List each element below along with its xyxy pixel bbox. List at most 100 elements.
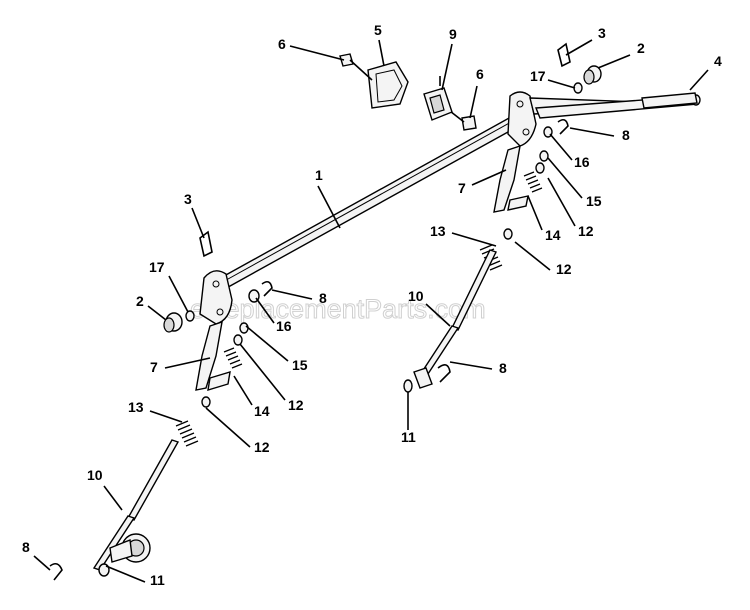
callout-label-c27: 7 — [150, 359, 158, 375]
bushing-left — [163, 312, 183, 333]
callout-leader-c10 — [569, 127, 615, 137]
clip-left — [261, 280, 273, 297]
callout-label-c15: 7 — [458, 180, 466, 196]
callout-leader-c29 — [233, 375, 253, 406]
callout-leader-c1 — [317, 185, 341, 229]
callout-label-c32: 10 — [87, 467, 103, 483]
callout-label-c30: 13 — [128, 399, 144, 415]
callout-leader-c24 — [147, 305, 167, 321]
washer-12-left-a — [233, 334, 243, 346]
callout-leader-c21 — [191, 207, 205, 239]
callout-leader-c26 — [245, 325, 289, 362]
callout-leader-c18 — [425, 303, 451, 327]
callout-label-c6: 6 — [278, 36, 286, 52]
hairpin-left — [199, 230, 213, 258]
callout-label-c31: 12 — [254, 439, 270, 455]
callout-leader-c27 — [164, 357, 211, 369]
washer-15-right — [539, 150, 549, 162]
callout-label-c25: 16 — [276, 318, 292, 334]
callout-label-c33: 8 — [22, 539, 30, 555]
callout-leader-c14 — [527, 195, 543, 231]
callout-label-c14: 14 — [545, 227, 561, 243]
left-shaft-bracket — [199, 270, 233, 325]
callout-label-c12: 15 — [586, 193, 602, 209]
callout-label-c5: 5 — [374, 22, 382, 38]
callout-leader-c31 — [205, 407, 251, 448]
callout-leader-c7 — [469, 85, 478, 119]
clip-rod-left — [49, 562, 63, 581]
callout-leader-c4 — [689, 69, 709, 91]
callout-leader-c34 — [105, 565, 146, 583]
idler-pulley — [109, 533, 151, 563]
hairpin-right — [557, 42, 571, 68]
callout-label-c29: 14 — [254, 403, 270, 419]
callout-label-c34: 11 — [150, 572, 165, 588]
callout-label-c21: 3 — [184, 191, 192, 207]
callout-leader-c5 — [378, 39, 385, 67]
washer-right — [573, 82, 583, 94]
washer-12-right-a — [535, 162, 545, 174]
top-bracket — [367, 61, 409, 109]
callout-leader-c6 — [289, 45, 345, 61]
callout-leader-c19 — [449, 361, 493, 370]
callout-label-c17: 12 — [556, 261, 572, 277]
washer-12-left-b — [201, 396, 211, 408]
watermark: eReplacementParts.com — [190, 294, 486, 324]
washer-15-left — [239, 322, 249, 334]
callout-label-c3: 3 — [598, 25, 606, 41]
right-shaft-bracket — [507, 91, 537, 147]
callout-label-c10: 8 — [622, 127, 630, 143]
callout-leader-c33 — [33, 555, 51, 571]
bushing-right — [583, 65, 602, 85]
callout-leader-c30 — [149, 410, 183, 423]
washer-left — [185, 310, 195, 322]
rod-right — [413, 249, 497, 389]
link-arm-right — [493, 144, 529, 213]
washer-12-right-b — [503, 228, 513, 240]
callout-leader-c15 — [471, 169, 507, 186]
callout-group: 1234566917816151214713121081131782161571… — [22, 22, 722, 588]
callout-label-c20: 11 — [401, 429, 416, 445]
cross-shaft — [205, 111, 527, 297]
callout-leader-c8 — [441, 43, 453, 91]
clip-rod-right — [437, 364, 451, 383]
callout-label-c8: 9 — [449, 26, 457, 42]
callout-leader-c28 — [239, 343, 286, 401]
control-rod — [529, 92, 701, 119]
bolt-left — [339, 53, 373, 81]
spring-13-left — [175, 420, 199, 447]
callout-label-c16: 13 — [430, 223, 446, 239]
clamp-block — [423, 76, 453, 121]
callout-label-c18: 10 — [408, 288, 424, 304]
clip-right — [557, 118, 569, 135]
callout-label-c4: 4 — [714, 53, 722, 69]
callout-leader-c12 — [547, 157, 583, 199]
callout-leader-c25 — [255, 297, 275, 324]
callout-label-c23: 8 — [319, 290, 327, 306]
spring-14-left — [223, 347, 243, 369]
callout-label-c1: 1 — [315, 167, 323, 183]
callout-label-c22: 17 — [149, 259, 165, 275]
callout-label-c24: 2 — [136, 293, 144, 309]
callout-label-c9: 17 — [530, 68, 546, 84]
callout-label-c19: 8 — [499, 360, 507, 376]
callout-leader-c17 — [514, 241, 551, 271]
callout-label-c26: 15 — [292, 357, 308, 373]
callout-leader-c9 — [547, 79, 576, 89]
link-arm-left — [195, 320, 231, 391]
callout-leader-c23 — [271, 289, 313, 300]
washer-11-right — [403, 379, 413, 393]
callout-label-c28: 12 — [288, 397, 304, 413]
callout-leader-c32 — [103, 485, 123, 511]
spring-14-right — [523, 171, 543, 193]
callout-label-c2: 2 — [637, 40, 645, 56]
callout-leader-c11 — [549, 133, 573, 161]
callout-leader-c16 — [451, 232, 497, 247]
callout-leader-c13 — [547, 177, 576, 227]
callout-label-c11: 16 — [574, 154, 590, 170]
callout-leader-c2 — [597, 54, 631, 69]
callout-label-c7: 6 — [476, 66, 484, 82]
callout-leader-c3 — [565, 39, 593, 56]
callout-leader-c22 — [168, 275, 189, 313]
